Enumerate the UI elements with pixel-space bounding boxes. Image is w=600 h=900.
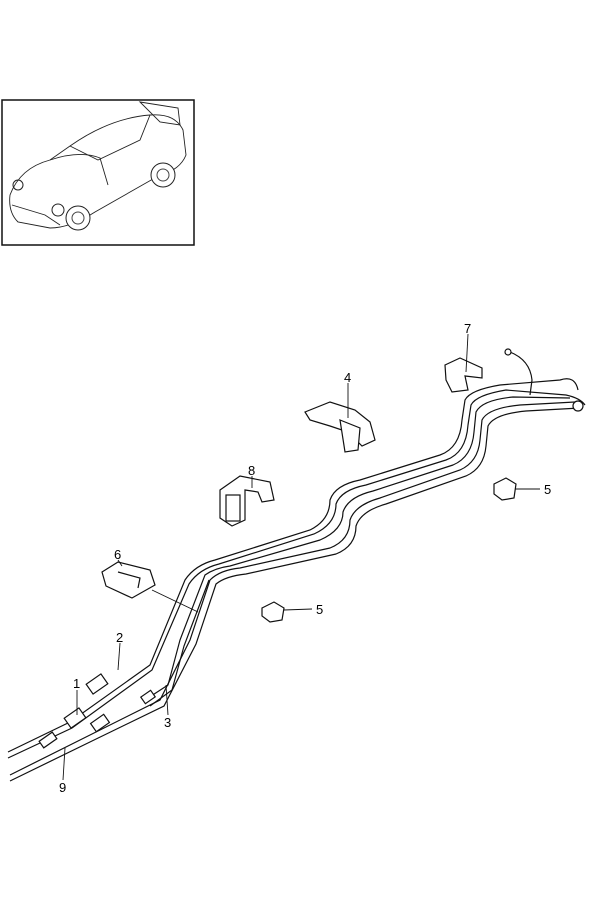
- vehicle-thumbnail: [1, 99, 195, 246]
- callout-5b: 5: [316, 602, 323, 617]
- callout-8: 8: [248, 463, 255, 478]
- callout-7: 7: [464, 321, 471, 336]
- clip-8: [219, 475, 275, 527]
- leader-lines: [62, 333, 540, 781]
- callout-3: 3: [164, 715, 171, 730]
- callout-1: 1: [73, 676, 80, 691]
- clip-5a: [493, 477, 517, 501]
- callout-5a: 5: [544, 482, 551, 497]
- clip-5b: [261, 601, 285, 623]
- callout-4: 4: [344, 370, 351, 385]
- fuel-lines: [7, 351, 586, 782]
- clip-4: [304, 401, 376, 453]
- clip-6: [101, 561, 156, 599]
- callout-6: 6: [114, 547, 121, 562]
- fittings: [38, 348, 584, 749]
- callout-2: 2: [116, 630, 123, 645]
- callout-9: 9: [59, 780, 66, 795]
- clip-7: [444, 357, 483, 393]
